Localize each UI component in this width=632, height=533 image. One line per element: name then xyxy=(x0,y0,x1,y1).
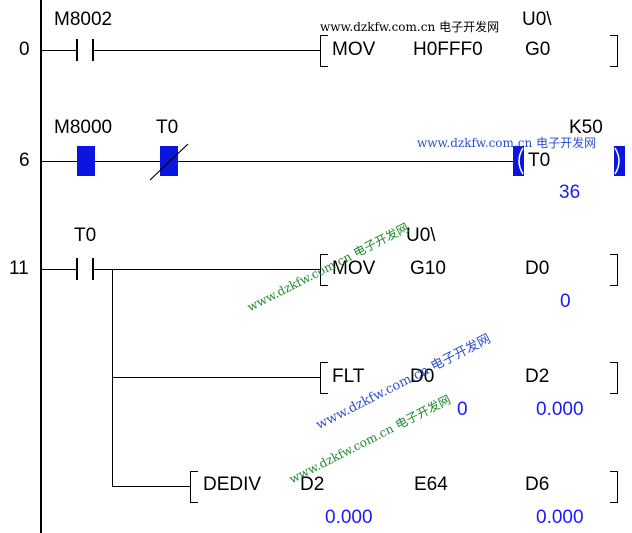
nc-slash-icon xyxy=(149,143,189,181)
rung-wire xyxy=(112,377,320,378)
instruction-op: FLT xyxy=(332,366,365,387)
rung-wire xyxy=(178,161,513,162)
energized-normally-open-contact[interactable] xyxy=(77,146,95,176)
instruction-operand-src: G10 xyxy=(410,258,446,279)
rung-step-number: 0 xyxy=(19,39,30,60)
coil-left-paren-icon xyxy=(518,147,524,175)
instruction-operand-src2: E64 xyxy=(414,474,448,495)
timer-current-value: 36 xyxy=(559,182,581,203)
operand-current-value: 0 xyxy=(560,291,571,312)
instruction-operand-dst: G0 xyxy=(525,39,551,60)
operand-current-value: 0.000 xyxy=(325,507,373,528)
operand-current-value: 0.000 xyxy=(536,507,584,528)
rung-wire xyxy=(93,50,320,51)
instruction-operand-dst: D0 xyxy=(525,258,550,279)
rung-wire xyxy=(93,269,320,270)
rung-wire xyxy=(41,50,77,51)
coil-setpoint: K50 xyxy=(569,117,603,138)
coil-name: T0 xyxy=(528,150,551,171)
instruction-operand-src: H0FFF0 xyxy=(413,39,483,60)
rung-step-number: 11 xyxy=(9,258,29,279)
contact-label: T0 xyxy=(156,117,179,138)
instruction-op: MOV xyxy=(332,39,376,60)
left-power-rail xyxy=(40,0,42,533)
instruction-op: MOV xyxy=(332,258,376,279)
instruction-operand-dst: D6 xyxy=(525,474,550,495)
rung-wire xyxy=(112,486,190,487)
rung-wire xyxy=(41,161,77,162)
instruction-operand-dst: D2 xyxy=(525,366,550,387)
branch-wire xyxy=(112,269,113,487)
instruction-operand-prefix: U0\ xyxy=(406,225,436,246)
instruction-operand-prefix: U0\ xyxy=(522,9,552,30)
watermark: www.dzkfw.com.cn电子开发网 xyxy=(244,220,411,315)
contact-label: M8000 xyxy=(54,117,113,138)
instruction-operand-src: D0 xyxy=(410,366,435,387)
instruction-operand-src1: D2 xyxy=(300,474,325,495)
coil-right-paren-icon xyxy=(614,147,620,175)
contact-label: M8002 xyxy=(54,9,113,30)
operand-current-value: 0 xyxy=(457,399,468,420)
rung-wire xyxy=(41,269,77,270)
rung-wire xyxy=(95,161,160,162)
operand-current-value: 0.000 xyxy=(536,399,584,420)
instruction-op: DEDIV xyxy=(203,474,262,495)
contact-label: T0 xyxy=(74,225,97,246)
rung-step-number: 6 xyxy=(19,150,30,171)
